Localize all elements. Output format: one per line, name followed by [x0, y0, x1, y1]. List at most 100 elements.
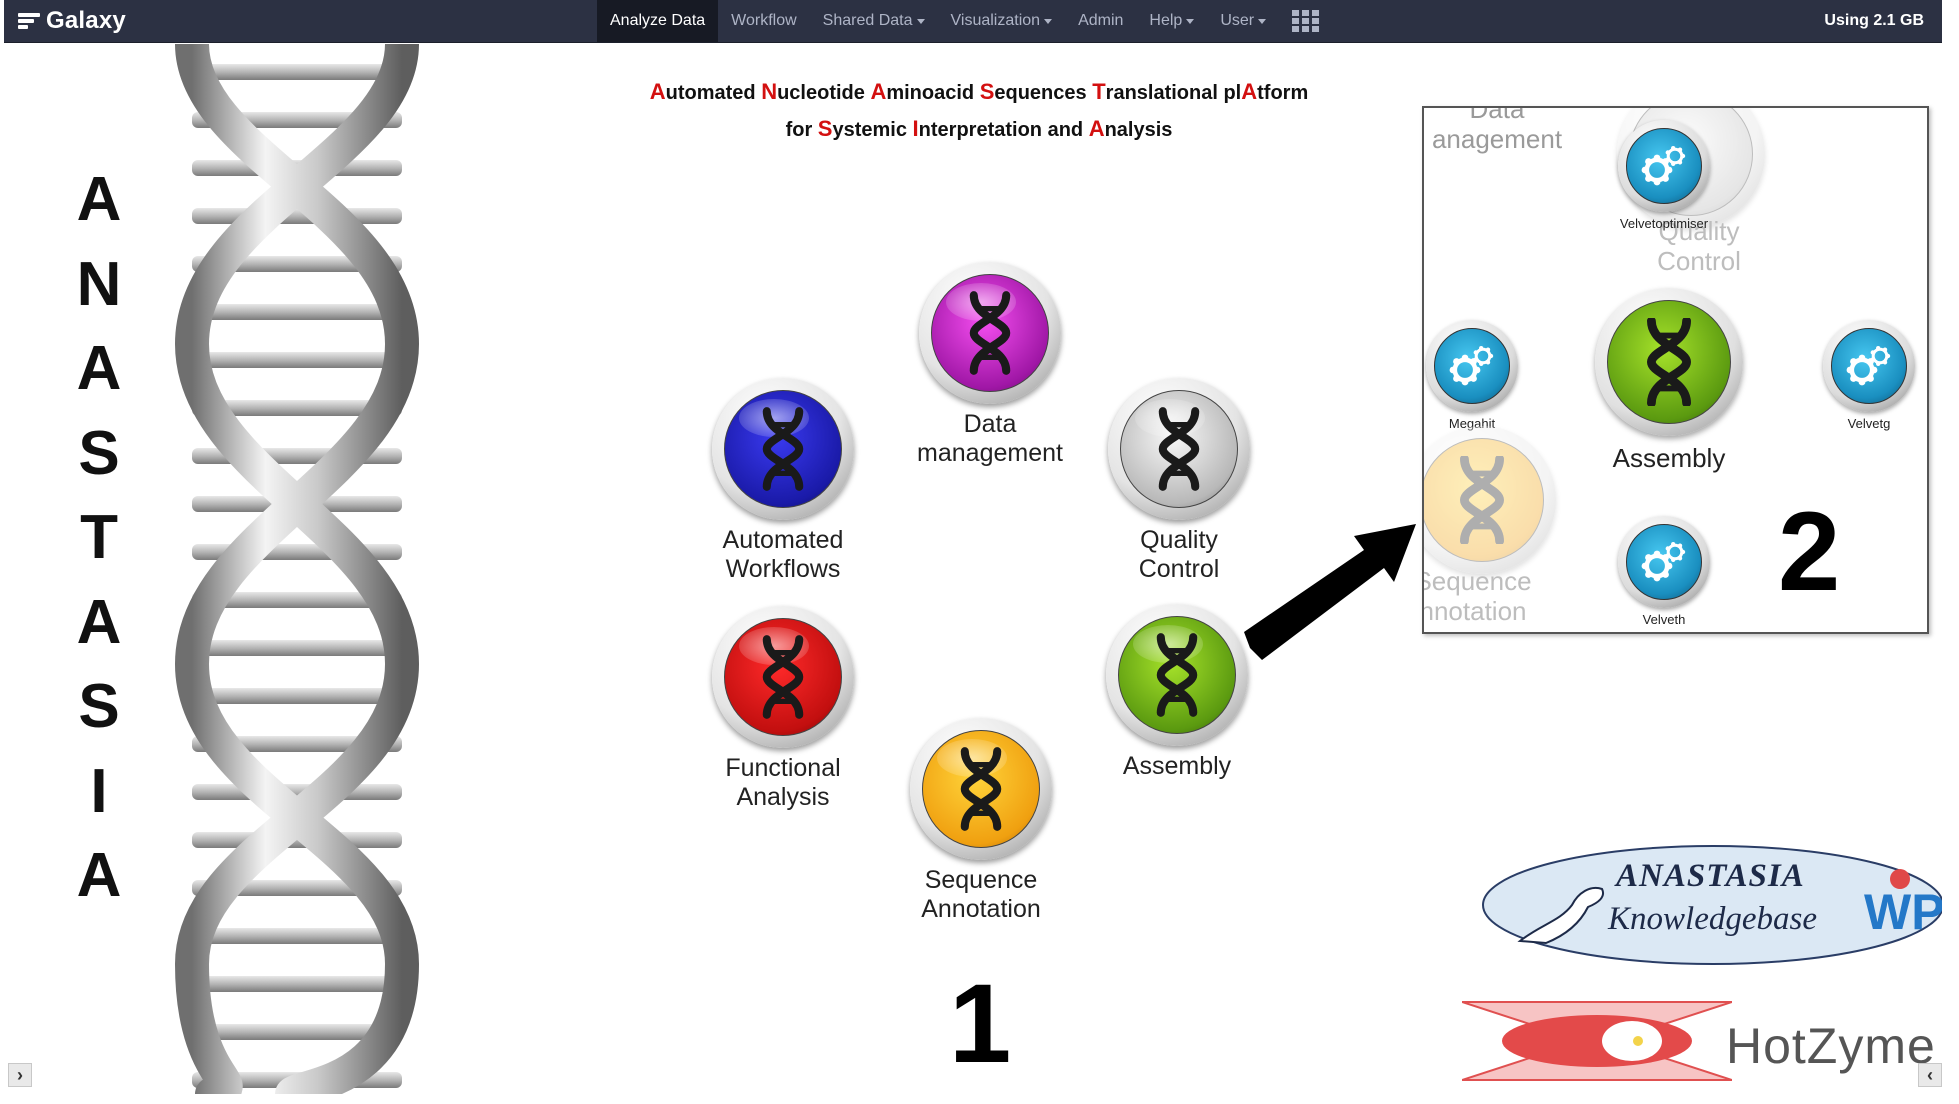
sequence-annotation-dna-icon: [910, 718, 1052, 860]
title-letter: A: [76, 587, 122, 657]
platform-headline: Automated Nucleotide Aminoacid Sequences…: [564, 74, 1394, 148]
title-letter: S: [78, 418, 120, 488]
headline-text: nterpretation and: [918, 119, 1089, 141]
nav-tab-label: Help: [1149, 12, 1183, 29]
helix-rung: [192, 976, 402, 992]
headline-text: for: [785, 119, 818, 141]
acronym-letter: A: [649, 79, 666, 104]
acronym-letter: N: [761, 79, 778, 104]
nav-tabs: Analyze Data Workflow Shared Data Visualiza…: [597, 0, 1332, 42]
acronym-letter: A: [1241, 79, 1258, 104]
headline-text: ucleotide: [777, 82, 871, 104]
svg-text:WP: WP: [1864, 884, 1942, 940]
nav-tab-visualization[interactable]: Visualization: [938, 0, 1066, 42]
helix-rung: [192, 928, 402, 944]
panel-label-2: 2: [1778, 489, 1841, 614]
helix-rung: [192, 64, 402, 80]
apps-menu-button[interactable]: [1279, 0, 1332, 42]
brand-label: Galaxy: [46, 7, 126, 34]
helix-rung: [192, 208, 402, 224]
hotzyme-logo[interactable]: [1462, 998, 1732, 1084]
acronym-letter: S: [817, 116, 833, 141]
assembly-dna-icon: [1106, 604, 1248, 746]
helix-rung: [192, 352, 402, 368]
acronym-letter: T: [1092, 79, 1106, 104]
acronym-letter: A: [1088, 116, 1105, 141]
title-letter: N: [76, 249, 122, 319]
kb-line-1: ANASTASIA: [1616, 858, 1805, 894]
nav-tab-workflow[interactable]: Workflow: [718, 0, 810, 42]
category-assembly[interactable]: Assembly: [1082, 604, 1272, 781]
helix-rung: [192, 304, 402, 320]
category-label: Assembly: [1122, 752, 1232, 780]
nav-tab-label: Admin: [1078, 12, 1124, 29]
anastasia-knowledgebase-logo[interactable]: WP: [1480, 843, 1942, 967]
headline-text: minoacid: [886, 82, 980, 104]
title-letter: S: [78, 672, 120, 741]
title-letter: T: [80, 503, 118, 572]
inset-assembly-label: Assembly: [1612, 443, 1726, 473]
nav-tab-label: User: [1220, 12, 1255, 29]
grid-icon: [1292, 10, 1320, 32]
headline-text: ranslational pl: [1105, 82, 1242, 104]
title-letter: I: [90, 756, 108, 826]
helix-rung: [192, 640, 402, 656]
dna-helix-image: [174, 44, 420, 1094]
nav-tab-label: Analyze Data: [610, 12, 706, 29]
nav-tab-label: Shared Data: [822, 12, 913, 29]
quality-control-dna-icon: [1108, 378, 1250, 520]
megahit-label: Megahit: [1448, 416, 1496, 431]
megahit-tool[interactable]: [1426, 320, 1518, 412]
zoom-arrow-icon: [1244, 524, 1416, 660]
velvetoptimiser-tool[interactable]: [1618, 120, 1710, 212]
panel-label-1: 1: [949, 961, 1012, 1086]
acronym-letter: S: [979, 79, 995, 104]
quota-meter[interactable]: Using 2.1 GB: [1824, 12, 1924, 29]
nav-tab-user[interactable]: User: [1207, 0, 1279, 42]
helix-rung: [192, 1024, 402, 1040]
headline-text: equences: [994, 82, 1093, 104]
headline-text: ystemic: [832, 119, 913, 141]
velvetg-label: Velvetg: [1847, 416, 1891, 431]
acronym-letter: I: [912, 116, 919, 141]
title-letter: A: [76, 165, 122, 234]
headline-text: tform: [1257, 82, 1309, 104]
nav-tab-help[interactable]: Help: [1136, 0, 1207, 42]
nav-tab-analyze-data[interactable]: Analyze Data: [597, 0, 719, 42]
galaxy-logo-icon: [18, 12, 40, 30]
headline-line-2: for Systemic Interpretation and Analysis: [564, 111, 1394, 148]
velveth-tool[interactable]: [1618, 516, 1710, 608]
nav-tab-admin[interactable]: Admin: [1065, 0, 1136, 42]
helix-rung: [192, 688, 402, 704]
caret-down-icon: [1186, 18, 1195, 24]
galaxy-brand[interactable]: Galaxy: [18, 0, 126, 42]
kb-line-2: Knowledgebase: [1608, 901, 1817, 937]
nav-tab-label: Workflow: [731, 12, 797, 29]
acronym-letter: A: [870, 79, 887, 104]
caret-down-icon: [1044, 18, 1053, 24]
data-management-dna-icon: [919, 262, 1061, 404]
inset-ghost-orb-seq: [1424, 426, 1556, 574]
seal-icon: [1517, 887, 1604, 945]
nav-tab-shared-data[interactable]: Shared Data: [810, 0, 938, 42]
velvetg-tool[interactable]: [1823, 320, 1915, 412]
hotzyme-text: HotZyme: [1726, 1018, 1936, 1074]
expand-left-panel-button[interactable]: ›: [8, 1063, 32, 1087]
headline-line-1: Automated Nucleotide Aminoacid Sequences…: [564, 74, 1394, 111]
expand-right-panel-button[interactable]: ‹: [1918, 1063, 1942, 1087]
inset-assembly-orb[interactable]: [1595, 288, 1743, 436]
caret-down-icon: [1258, 18, 1267, 24]
